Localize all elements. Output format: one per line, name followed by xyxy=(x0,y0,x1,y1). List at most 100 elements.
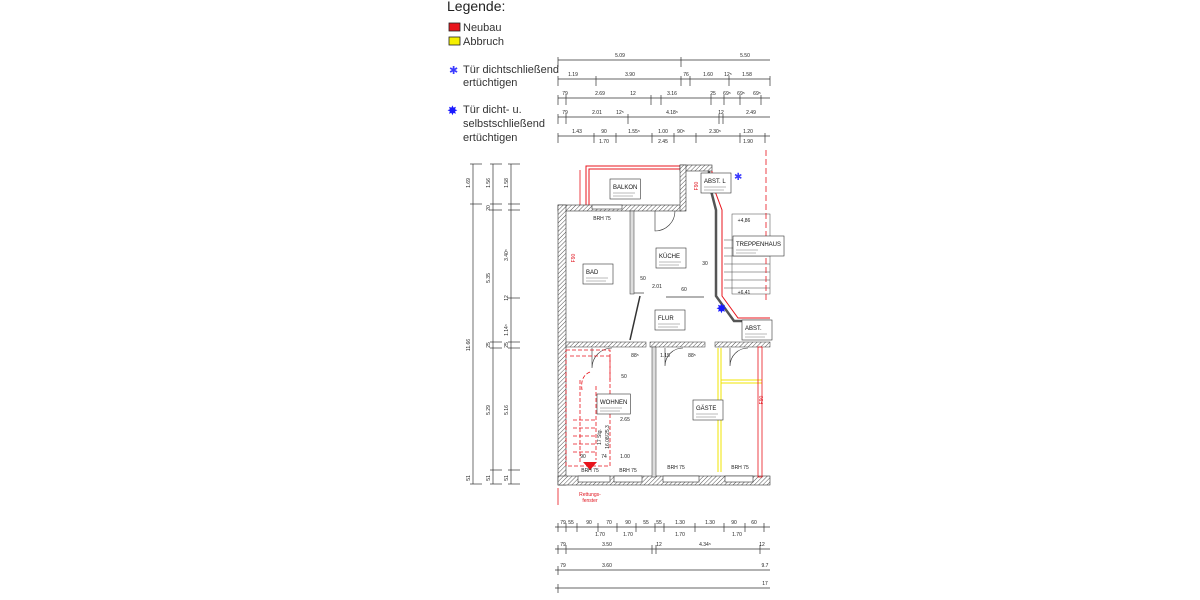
level-label: +6,41 xyxy=(738,290,751,296)
dimension-label: 25 xyxy=(486,342,492,348)
dimension-label: 55 xyxy=(568,520,574,526)
inner-dimension-label: 60 xyxy=(681,287,687,293)
dimension-label: 55 xyxy=(656,520,662,526)
dimension-label: 1.14⁵ xyxy=(504,324,510,336)
level-label: +4,86 xyxy=(738,218,751,224)
dimension-label: 90⁵ xyxy=(677,129,685,135)
large-blue-star-icon: ✸ xyxy=(447,103,458,118)
dimension-label: 11.66 xyxy=(466,339,472,351)
room-label-box xyxy=(732,235,785,257)
inner-dimension-label: 74 xyxy=(601,454,607,460)
room-name: ABST. xyxy=(745,326,762,332)
room-name: KÜCHE xyxy=(659,253,680,260)
room-label-box xyxy=(654,309,686,331)
inner-dimension-label: 88⁵ xyxy=(631,353,639,359)
inner-dimension-label: 2.65 xyxy=(620,417,630,423)
dimension-label: 1.70 xyxy=(595,532,605,538)
door-selfclosing-marker-icon: ✸ xyxy=(716,301,727,316)
abbruch-swatch xyxy=(448,36,461,46)
dimension-label: 55 xyxy=(643,520,649,526)
dimension-label: 90 xyxy=(731,520,737,526)
legend-door-sealed: Tür dichtschließend xyxy=(463,64,559,76)
dimension-label: 79 xyxy=(562,110,568,116)
inner-dimension-label: 88⁵ xyxy=(688,353,696,359)
f90-label: F90 xyxy=(571,253,577,262)
dimension-label: 1.90 xyxy=(743,139,753,145)
dimension-label: 12⁵ xyxy=(724,72,732,78)
dimension-label: 3.50 xyxy=(602,542,612,548)
dimension-label: 51 xyxy=(504,475,510,481)
dimension-label: 17 xyxy=(762,581,768,587)
dimension-label: 90 xyxy=(586,520,592,526)
escape-arrow-icon xyxy=(583,462,597,470)
dimension-label: 5.50 xyxy=(740,53,750,59)
room-label-box xyxy=(596,393,631,415)
dimension-label: 60 xyxy=(751,520,757,526)
dimension-label: 3.90 xyxy=(625,72,635,78)
small-blue-star-icon: ✱ xyxy=(449,65,458,77)
dimension-lines xyxy=(470,57,771,593)
room-label-box xyxy=(700,172,732,194)
room-name: BAD xyxy=(586,270,599,276)
rescue-window-label: fenster xyxy=(582,498,598,504)
dimension-label: 12 xyxy=(630,91,636,97)
dimension-label: 79 xyxy=(560,520,566,526)
dimension-label: 3.16 xyxy=(667,91,677,97)
dimension-label: 1.30 xyxy=(705,520,715,526)
inner-dimension-label: 2.01 xyxy=(652,284,662,290)
room-label-box xyxy=(692,399,724,421)
dimension-label: 4.18⁵ xyxy=(666,110,678,116)
legend-abbruch: Abbruch xyxy=(463,36,504,48)
dimension-label: 2.49 xyxy=(746,110,756,116)
brh-label: BRH 75 xyxy=(667,465,685,471)
dimension-label: 51 xyxy=(486,475,492,481)
room-name: BALKON xyxy=(613,185,637,191)
dimension-label: 1.19 xyxy=(568,72,578,78)
dimension-label: 1.43 xyxy=(572,129,582,135)
dimension-label: 12 xyxy=(759,542,765,548)
room-label-box xyxy=(609,178,641,200)
legend-title: Legende: xyxy=(447,0,505,14)
brh-label: BRH 75 xyxy=(731,465,749,471)
stairs-label: 17 Stg. xyxy=(597,429,603,445)
dimension-label: 69⁵ xyxy=(737,91,745,97)
dimension-label: 1.55⁵ xyxy=(628,129,640,135)
dimension-label: 1.00 xyxy=(658,129,668,135)
dimension-label: 69⁵ xyxy=(753,91,761,97)
dimension-label: 1.20 xyxy=(743,129,753,135)
dimension-label: 2.69 xyxy=(595,91,605,97)
dimension-label: 79 xyxy=(560,563,566,569)
dimension-label: 12 xyxy=(656,542,662,548)
legend-door-selfclosing-3: ertüchtigen xyxy=(463,132,517,144)
dimension-label: 12 xyxy=(718,110,724,116)
legend-door-selfclosing: Tür dicht- u. xyxy=(463,104,522,116)
dimension-label: 1.58 xyxy=(504,178,510,188)
inner-dimension-label: 30 xyxy=(702,261,708,267)
dimension-label: 1.30 xyxy=(675,520,685,526)
room-label-box xyxy=(655,247,687,269)
dimension-label: 20 xyxy=(486,205,492,211)
door-markers: ✱ ✸ xyxy=(716,172,742,316)
legend-door-selfclosing-2: selbstschließend xyxy=(463,118,545,130)
legend: Legende: Neubau Abbruch ✱ Tür dichtschli… xyxy=(447,0,559,144)
dimension-label: 25 xyxy=(504,342,510,348)
stairs-label: 16,08/25,3 xyxy=(605,425,611,449)
dimension-label: 2.30⁵ xyxy=(709,129,721,135)
dimension-label: 1.60 xyxy=(703,72,713,78)
dimension-label: 51 xyxy=(466,475,472,481)
room-label-box xyxy=(582,263,614,285)
dimension-label: 90 xyxy=(625,520,631,526)
brh-label: BRH 75 xyxy=(619,468,637,474)
dimension-label: 70 xyxy=(606,520,612,526)
legend-neubau: Neubau xyxy=(463,22,502,34)
dimension-label: 1.70 xyxy=(732,532,742,538)
room-name: GÄSTE xyxy=(696,405,716,412)
dimension-label: 12⁵ xyxy=(616,110,624,116)
dimension-label: 3.60 xyxy=(602,563,612,569)
inner-dimension-label: 50 xyxy=(640,276,646,282)
room-label-box xyxy=(741,319,773,341)
